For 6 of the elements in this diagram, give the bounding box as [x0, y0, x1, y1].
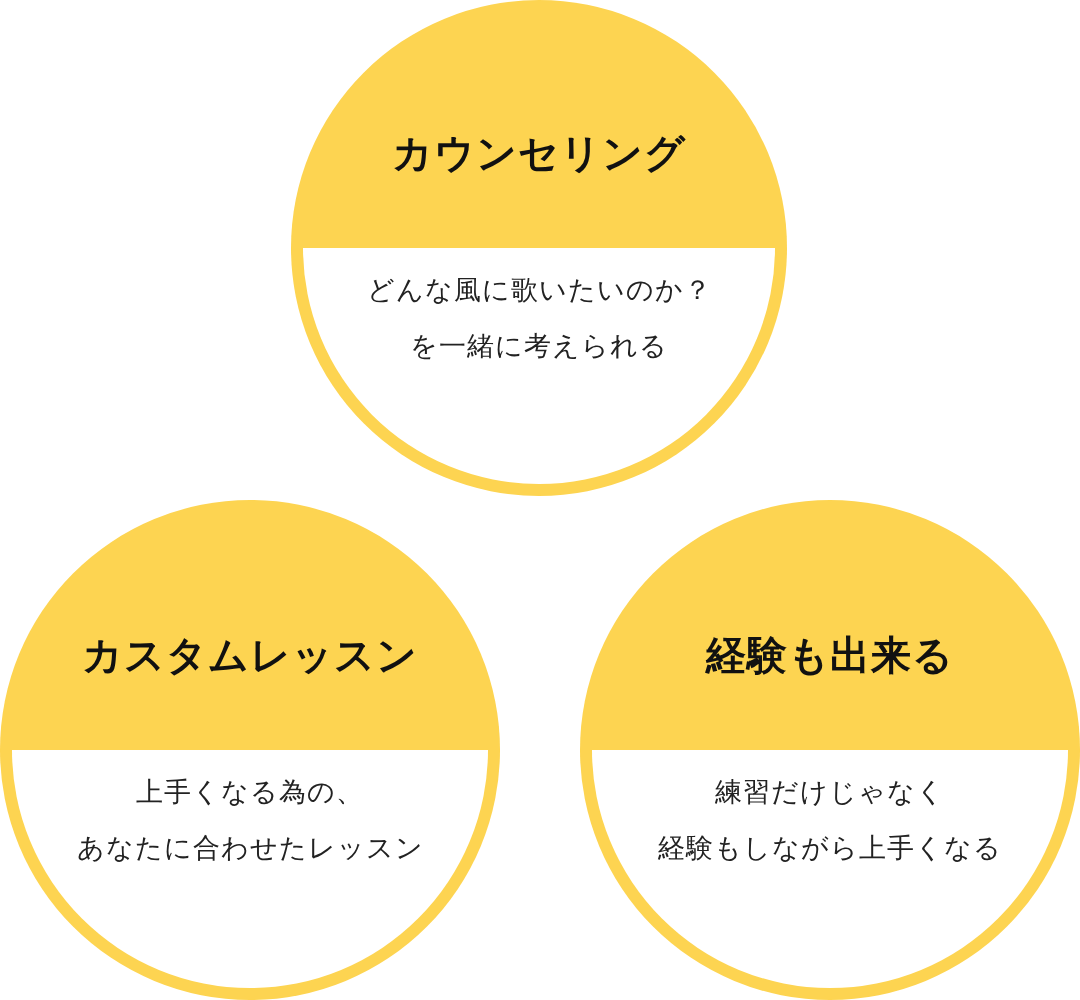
circle-description: 上手くなる為の、あなたに合わせたレッスン — [76, 775, 424, 865]
circle-description: どんな風に歌いたいのか？を一緒に考えられる — [366, 273, 712, 363]
circle-heading: カウンセリング — [392, 129, 686, 178]
circle-description: 練習だけじゃなく経験もしながら上手くなる — [658, 775, 1002, 865]
circle-heading: 経験も出来る — [706, 631, 954, 680]
circle-heading: カスタムレッスン — [82, 631, 418, 680]
